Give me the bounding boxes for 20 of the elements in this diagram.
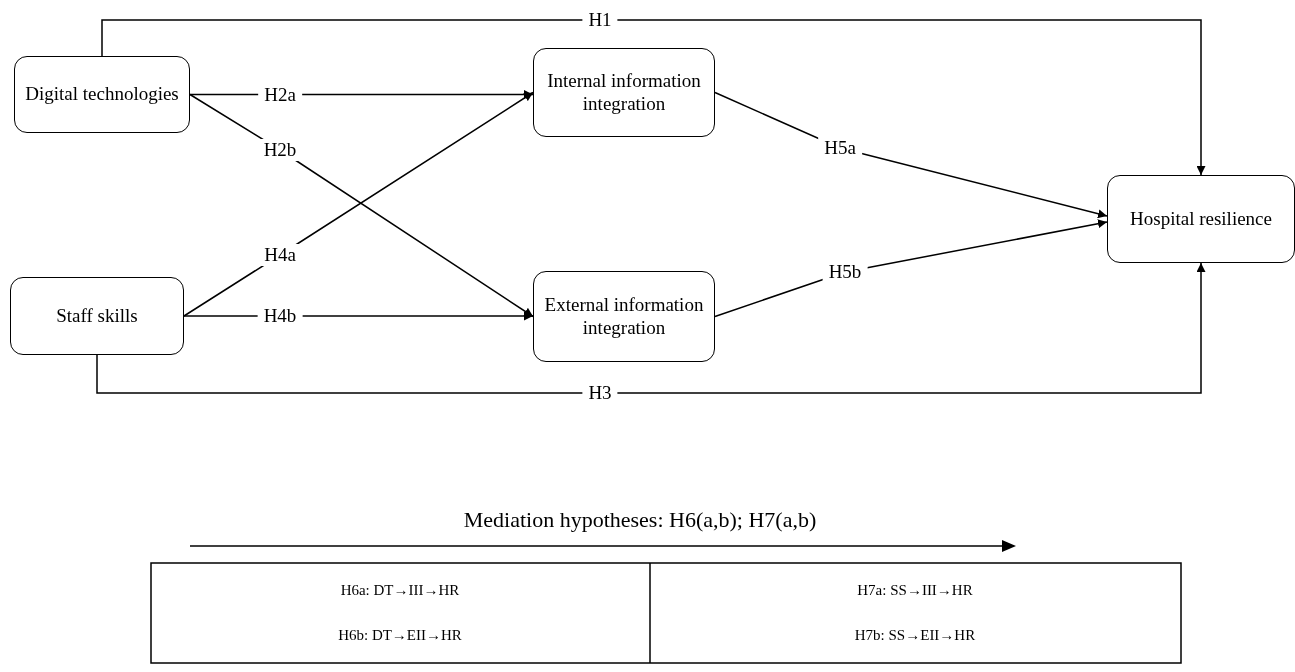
construct-box xyxy=(533,271,715,362)
hypothesis-text: H6a: DT→III→HR xyxy=(340,581,460,599)
construct-name: Internal information integration xyxy=(546,69,702,116)
construct-name: Digital technologies xyxy=(25,83,179,106)
hypothesis-text: H6b: DT→EII→HR xyxy=(338,626,462,644)
arrow xyxy=(96,262,1206,394)
hypothesis-text: H7b: SS→EII→HR xyxy=(854,626,976,644)
construct-box xyxy=(14,56,190,133)
edge-label: H4a xyxy=(258,244,302,266)
construct-name: External information integration xyxy=(543,293,705,340)
section-heading: Mediation hypotheses: H6(a,b); H7(a,b) xyxy=(463,507,817,533)
hypothesis-text: H7a: SS→III→HR xyxy=(857,581,973,599)
arrow xyxy=(714,219,1108,318)
construct-box xyxy=(10,277,184,355)
construct-name: Staff skills xyxy=(56,304,138,328)
construct-name: Hospital resilience xyxy=(1130,207,1272,231)
construct-box xyxy=(1107,175,1295,263)
construct-box xyxy=(533,48,715,137)
arrow xyxy=(714,91,1108,219)
arrow xyxy=(101,19,1206,176)
